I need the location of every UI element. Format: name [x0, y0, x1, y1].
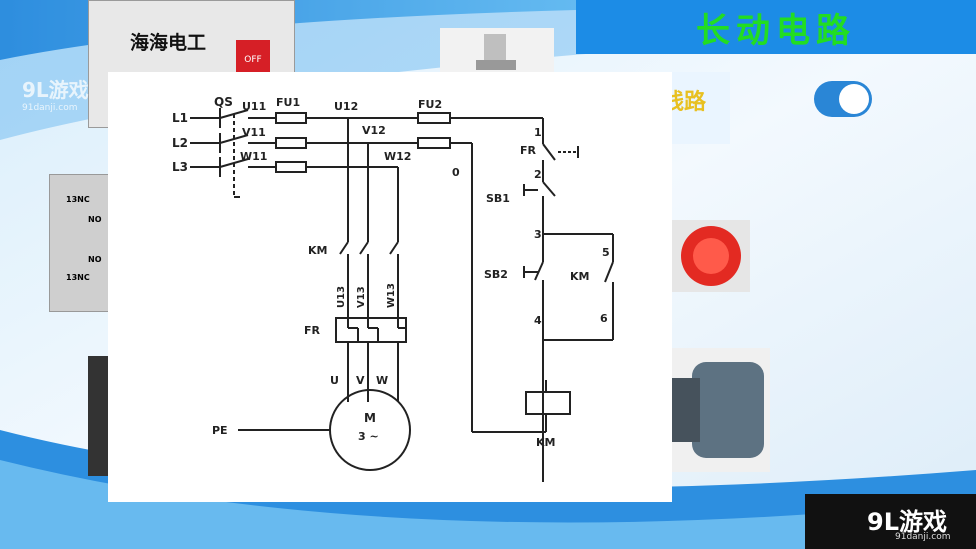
label-w11: W11 [240, 150, 267, 163]
label-u11: U11 [242, 100, 266, 113]
label-node-2: 2 [534, 168, 542, 181]
label-l2: L2 [172, 136, 188, 150]
watermark-logo-corner: 9L游戏 [867, 508, 947, 536]
label-node-3: 3 [534, 228, 542, 241]
label-node-5: 5 [602, 246, 610, 259]
watermark-logo-top: 9L游戏 [22, 78, 89, 102]
label-sb2: SB2 [484, 268, 508, 281]
label-node-1: 1 [534, 126, 542, 139]
label-u12: U12 [334, 100, 358, 113]
label-w12: W12 [384, 150, 411, 163]
relay-photo [88, 356, 108, 476]
breaker-switch-text: OFF [244, 55, 262, 65]
label-pe: PE [212, 424, 228, 437]
red-lamp-icon [681, 226, 741, 286]
label-motor-u: U [330, 374, 339, 387]
slide-title: 长动电路 [696, 10, 856, 51]
circuit-diagram: L1 L2 L3 QS U11 V11 W11 FU1 U12 V12 W12 … [108, 72, 672, 502]
label-fr-ctrl: FR [520, 144, 537, 157]
label-node-4: 4 [534, 314, 542, 327]
label-km-hold: KM [570, 270, 589, 283]
label-motor-phase: 3 ~ [358, 430, 379, 443]
watermark-url-corner: 91danji.com [895, 532, 951, 542]
label-v11: V11 [242, 126, 266, 139]
label-v13: V13 [356, 286, 367, 308]
fuse-holder-icon [476, 34, 516, 70]
label-qs: QS [214, 95, 233, 109]
motor-photo [672, 348, 770, 472]
label-l1: L1 [172, 111, 188, 125]
contact-block-photo: 13NC NO NO 13NC [49, 174, 110, 312]
diagram-wires [190, 108, 614, 482]
label-km-coil: KM [536, 436, 555, 449]
motor-icon [672, 362, 764, 458]
toggle-switch[interactable] [813, 80, 873, 118]
label-u13: U13 [336, 286, 347, 308]
contact-label-3: NO [88, 255, 102, 264]
label-node-0: 0 [452, 166, 460, 179]
fuse-holder-photo [440, 28, 554, 74]
label-fr-main: FR [304, 324, 321, 337]
breaker-label: 海海电工 [130, 32, 207, 54]
contact-label-2: NO [88, 215, 102, 224]
label-fu1: FU1 [276, 96, 300, 109]
label-node-6: 6 [600, 312, 608, 325]
label-motor-m: M [364, 411, 376, 425]
label-v12: V12 [362, 124, 386, 137]
label-w13: W13 [386, 283, 397, 308]
label-sb1: SB1 [486, 192, 510, 205]
label-motor-w: W [376, 374, 388, 387]
label-motor-v: V [356, 374, 365, 387]
label-km-main: KM [308, 244, 327, 257]
watermark-url-top: 91danji.com [22, 103, 78, 113]
contact-label-4: 13NC [66, 273, 90, 282]
label-fu2: FU2 [418, 98, 442, 111]
watermark-top: 9L游戏 91danji.com [22, 74, 89, 113]
label-l3: L3 [172, 160, 188, 174]
contact-label-1: 13NC [66, 195, 90, 204]
indicator-lamp-photo [672, 220, 750, 292]
title-banner: 长动电路 [576, 0, 976, 54]
watermark-corner: 9L游戏 91danji.com [805, 494, 976, 549]
